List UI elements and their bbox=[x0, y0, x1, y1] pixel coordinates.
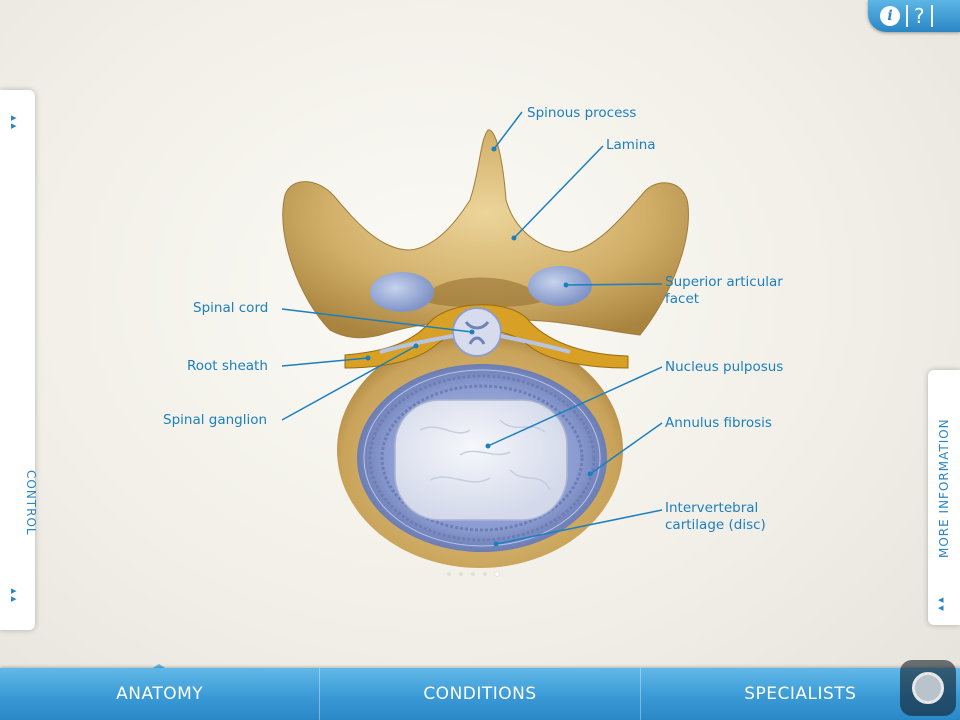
more-information-label: MORE INFORMATION bbox=[937, 418, 951, 558]
label-spinal-ganglion: Spinal ganglion bbox=[163, 412, 268, 428]
help-button[interactable]: ? bbox=[914, 4, 925, 28]
bottom-nav: ANATOMY CONDITIONS SPECIALISTS bbox=[0, 668, 960, 720]
home-button[interactable] bbox=[900, 660, 956, 716]
label-annulus-fibrosis: Annulus fibrosis bbox=[665, 415, 772, 431]
page-dot[interactable] bbox=[483, 572, 487, 576]
left-articular-facet bbox=[370, 272, 434, 312]
control-label: CONTROL bbox=[24, 470, 38, 536]
control-panel-tab[interactable]: ▸▸ CONTROL ▸▸ bbox=[0, 90, 38, 630]
toolbar-divider bbox=[906, 5, 908, 27]
home-icon bbox=[912, 672, 944, 704]
nucleus-pulposus bbox=[394, 399, 568, 521]
page-dot-active[interactable] bbox=[495, 572, 499, 576]
expand-right-icon: ▸▸ bbox=[11, 111, 17, 132]
label-nucleus-pulposus: Nucleus pulposus bbox=[665, 359, 784, 375]
expand-right-icon: ▸▸ bbox=[11, 584, 17, 605]
nav-specialists[interactable]: SPECIALISTS bbox=[744, 684, 857, 704]
nav-anatomy[interactable]: ANATOMY bbox=[0, 668, 321, 720]
root-sheath bbox=[344, 304, 629, 369]
label-superior-articular-facet: Superior articular facet bbox=[665, 274, 783, 307]
help-toolbar: i ? bbox=[868, 0, 960, 32]
nav-conditions[interactable]: CONDITIONS bbox=[320, 668, 641, 720]
page-dot[interactable] bbox=[471, 572, 475, 576]
spinal-cord bbox=[452, 307, 502, 357]
label-intervertebral-cartilage: Intervertebral cartilage (disc) bbox=[665, 500, 766, 533]
info-button[interactable]: i bbox=[880, 6, 900, 26]
toolbar-divider bbox=[930, 5, 933, 27]
page-dot[interactable] bbox=[459, 572, 463, 576]
page-indicator bbox=[447, 572, 499, 576]
label-root-sheath: Root sheath bbox=[187, 358, 268, 374]
label-spinal-cord: Spinal cord bbox=[193, 300, 269, 316]
label-lamina: Lamina bbox=[606, 137, 656, 153]
label-spinous-process: Spinous process bbox=[527, 105, 637, 121]
page-dot[interactable] bbox=[447, 572, 451, 576]
right-articular-facet bbox=[528, 266, 592, 306]
expand-left-icon: ◂◂ bbox=[938, 593, 944, 614]
more-information-tab[interactable]: MORE INFORMATION ◂◂ bbox=[928, 370, 960, 625]
